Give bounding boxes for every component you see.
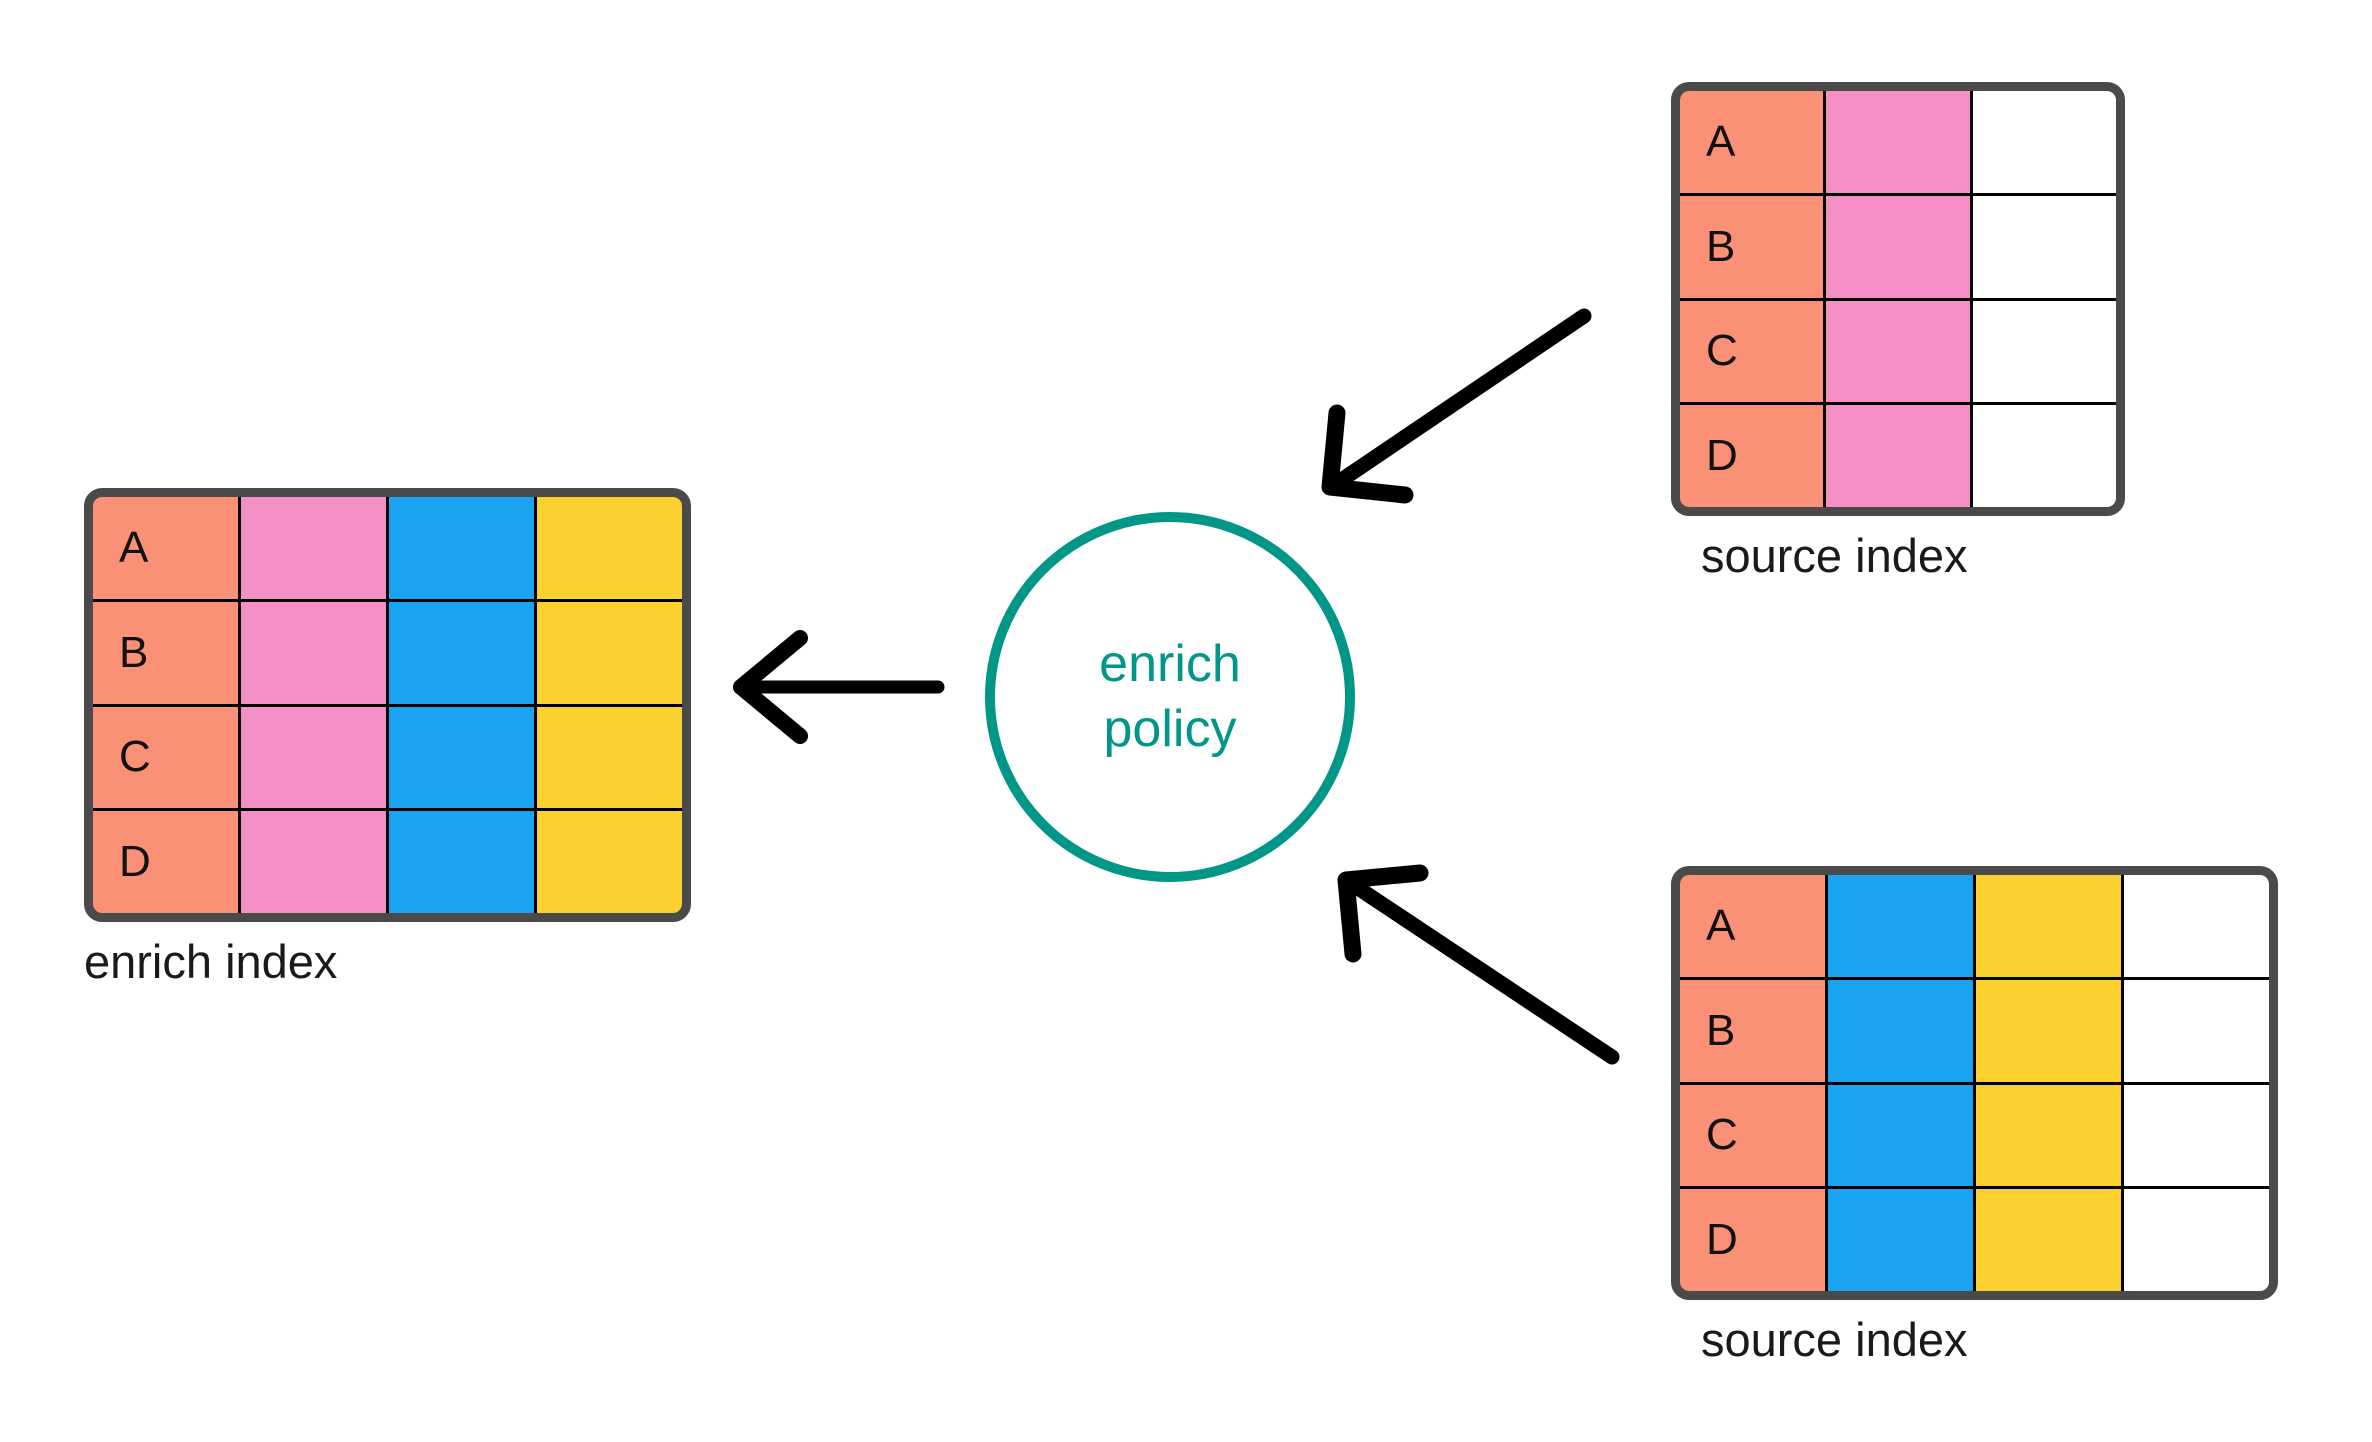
table-cell: B [93,601,238,704]
table-cell [537,706,682,809]
table-cell: A [1680,91,1824,193]
table-cell [1828,979,1973,1082]
table-cell: D [1680,405,1824,507]
table-cell: C [93,706,238,809]
table-cell: D [93,811,238,913]
table-cell [389,811,534,913]
table-cell [389,601,534,704]
table-cell [241,497,386,599]
table-cell: D [1680,1189,1825,1291]
table-cell [389,706,534,809]
table-cell [1976,1189,2121,1291]
table-cell [1976,875,2121,977]
table-cell [1972,405,2116,507]
source-index-bottom-block: A B C D source index [1671,866,2278,1363]
table-cell [1972,91,2116,193]
table-cell [241,706,386,809]
table-cell [537,601,682,704]
table-cell: B [1680,979,1825,1082]
table-cell [2124,875,2269,977]
table-cell [1828,875,1973,977]
table-cell [1828,1084,1973,1187]
table-cell [1972,300,2116,403]
table-cell [1826,300,1970,403]
table-cell [1972,195,2116,298]
arrow-source-bottom-to-policy [1337,864,1620,1065]
enrich-index-table[interactable]: A B C D [84,488,691,922]
enrich-policy-label-line2: policy [1103,700,1237,758]
table-cell [1976,979,2121,1082]
table-cell [537,497,682,599]
table-cell [2124,979,2269,1082]
table-cell: A [93,497,238,599]
arrow-policy-to-enrich-index [733,630,945,744]
enrich-index-block: A B C D enrich index [84,488,691,985]
table-cell [2124,1189,2269,1291]
enrich-policy-label-line1: enrich [1099,635,1241,693]
source-index-top-table[interactable]: A B C D [1671,82,2125,516]
table-cell [537,811,682,913]
arrow-source-top-to-policy [1321,308,1592,504]
source-index-bottom-label: source index [1701,1313,1968,1366]
table-cell [1826,91,1970,193]
source-index-bottom-table[interactable]: A B C D [1671,866,2278,1300]
source-index-top-label: source index [1701,529,1968,582]
table-cell: B [1680,195,1824,298]
table-cell: C [1680,1084,1825,1187]
table-cell: C [1680,300,1824,403]
enrich-index-label: enrich index [84,935,338,988]
table-cell [2124,1084,2269,1187]
table-cell [389,497,534,599]
table-cell [1826,405,1970,507]
table-cell: A [1680,875,1825,977]
source-index-top-block: A B C D source index [1671,82,2125,579]
table-cell [241,811,386,913]
table-cell [1828,1189,1973,1291]
table-cell [1976,1084,2121,1187]
enrich-policy-node[interactable]: enrich policy [985,512,1355,882]
table-cell [1826,195,1970,298]
table-cell [241,601,386,704]
